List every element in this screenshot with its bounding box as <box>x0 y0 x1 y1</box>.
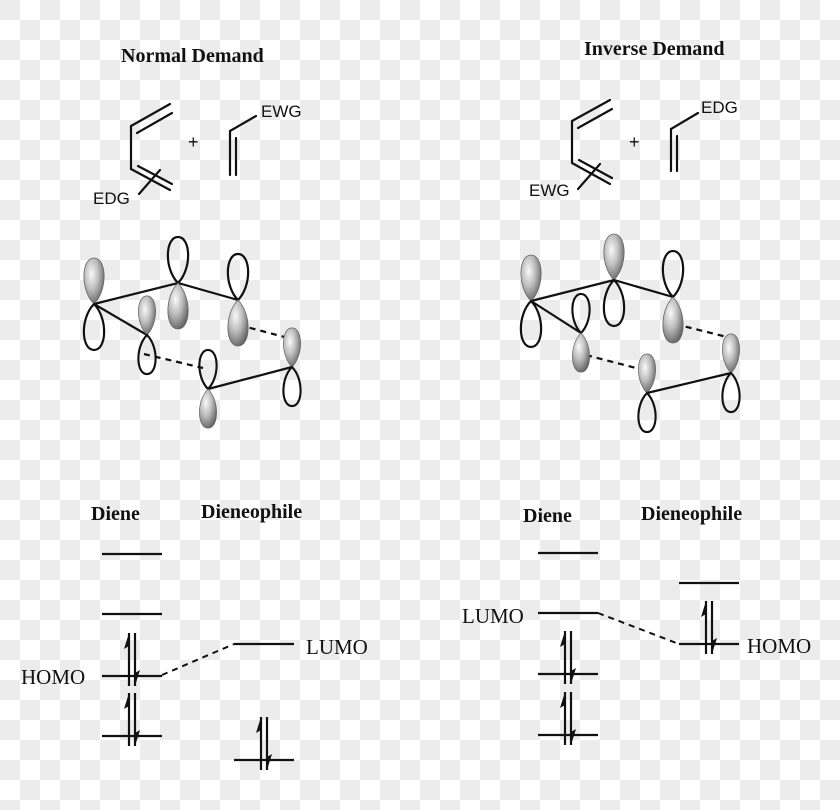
inverse-diene-header: Diene <box>523 505 572 527</box>
inverse-lumo-label: LUMO <box>462 604 524 628</box>
inverse-energy-level-diagram <box>538 551 739 745</box>
normal-dienophile-substituent: EWG <box>261 102 302 121</box>
p-orbital-4 <box>661 249 685 344</box>
energy-level <box>234 717 294 770</box>
p-orbital-6 <box>282 327 302 408</box>
normal-energy-level-diagram <box>102 552 294 770</box>
p-orbital-4 <box>226 252 250 347</box>
normal-dienophile-header: Dieneophile <box>201 501 303 523</box>
inverse-orbital-overlap-diagram <box>519 233 741 434</box>
normal-dienophile-structure <box>228 114 258 177</box>
homo-lumo-interaction-line <box>161 643 235 676</box>
inverse-dienophile-header: Dieneophile <box>641 503 743 525</box>
homo-lumo-interaction-line <box>597 612 680 645</box>
p-orbital-3 <box>166 235 190 330</box>
p-orbital-2 <box>137 295 157 376</box>
energy-level <box>538 631 598 684</box>
normal-diene-header: Diene <box>91 503 140 525</box>
inverse-plus-sign: + <box>629 132 640 152</box>
inverse-demand-title: Inverse Demand <box>584 38 725 60</box>
energy-level <box>102 693 162 746</box>
inverse-dienophile-structure <box>669 111 700 173</box>
p-orbital-3 <box>602 233 626 328</box>
normal-orbital-overlap-diagram <box>82 235 302 429</box>
inverse-diene-substituent: EWG <box>529 181 570 200</box>
normal-plus-sign: + <box>188 132 199 152</box>
normal-lumo-label: LUMO <box>306 635 368 659</box>
p-orbital-1 <box>82 257 106 352</box>
p-orbital-5 <box>637 353 657 434</box>
normal-homo-label: HOMO <box>21 665 86 689</box>
p-orbital-2 <box>571 292 591 373</box>
energy-level <box>538 692 598 745</box>
normal-diene-structure <box>129 102 174 196</box>
homo-energy-level <box>679 601 739 654</box>
p-orbital-6 <box>721 333 741 414</box>
normal-diene-substituent: EDG <box>93 189 130 208</box>
p-orbital-1 <box>519 254 543 349</box>
normal-demand-title: Normal Demand <box>121 45 264 67</box>
homo-energy-level <box>102 633 162 686</box>
inverse-dienophile-substituent: EDG <box>701 98 738 117</box>
inverse-homo-label: HOMO <box>747 634 812 658</box>
inverse-diene-structure <box>570 98 614 191</box>
p-orbital-5 <box>198 348 218 429</box>
